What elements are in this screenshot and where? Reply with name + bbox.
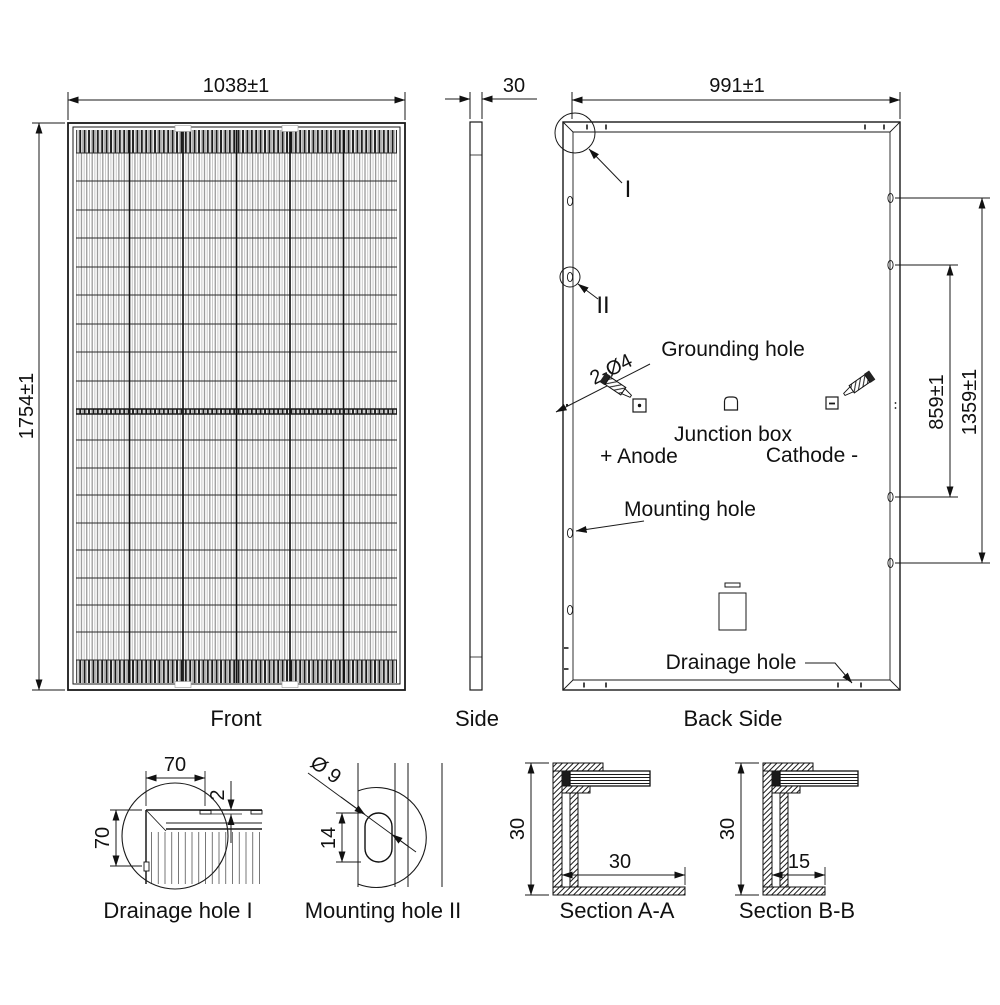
back-mount-dimensions: 859±1 1359±1 [895,197,990,564]
front-frame-inner [72,126,401,685]
back-frame-outer [562,121,901,691]
side-profile [469,121,483,691]
front-column-lines [128,130,345,683]
drainage-detail-circle [121,782,229,890]
back-drain-slots [564,124,897,688]
grounding-screw-left [599,372,633,398]
drainage-side-slot [143,861,150,872]
mounting-hole-label: Mounting hole [624,498,756,521]
section-bb-flange-dim-label: 15 [788,851,810,873]
cathode-label: Cathode - [766,444,858,467]
mounting-length-dimension: 14 [318,812,361,863]
side-view: 30 Side [445,75,537,731]
drainage-top-slot-1 [199,810,212,815]
side-thickness-dimension: 30 [445,75,537,119]
detail-1-label: I [625,176,632,203]
front-clamp-notches [174,125,299,688]
back-mounting-slots [566,192,894,616]
side-caption: Side [455,706,499,731]
front-caption: Front [210,706,261,731]
front-width-dimension: 1038±1 [67,75,406,120]
section-bb-flange-dimension: 15 [771,851,826,885]
drainage-top-slot-2 [250,810,263,815]
detail-2-label: II [596,292,609,319]
detail-drainage-hole: 70 70 2 Drainage hole I [92,754,263,923]
junction-box-label: Junction box [674,423,792,446]
grounding-hole-left [632,398,647,413]
section-aa-flange-dimension: 30 [561,851,686,885]
front-height-dim-label: 1754±1 [16,373,38,440]
back-detail-marker-1: I [554,112,632,203]
back-width-dimension: 991±1 [571,75,901,119]
mounting-diameter-dim-label: Ø 9 [306,752,345,789]
front-height-dimension: 1754±1 [16,122,65,691]
back-caption: Back Side [683,706,782,731]
drainage-slot-dim-label: 2 [207,789,229,800]
junction-box-gland [723,396,739,411]
back-frame-span-dim-label: 1359±1 [959,369,981,436]
mounting-detail-arc [357,786,427,889]
section-aa-flange-dim-label: 30 [609,851,631,873]
drainage-detail-caption: Drainage hole I [103,898,252,923]
mounting-hole-callout: Mounting hole [575,498,756,533]
back-width-dim-label: 991±1 [709,75,764,97]
anode-label: + Anode [600,445,678,468]
drainage-width-dimension: 70 [145,754,206,806]
side-thickness-dim-label: 30 [503,75,525,97]
nameplate-rect [718,592,747,631]
section-bb-caption: Section B-B [739,898,855,923]
drainage-height-dimension: 70 [92,809,142,867]
front-view: 1038±1 1754±1 Front [16,75,406,731]
back-frame-inner-edges [562,121,901,691]
drainage-width-dim-label: 70 [164,754,186,776]
mounting-slot [364,812,393,863]
grounding-screw-right [843,370,876,396]
grounding-hole-label: Grounding hole [661,338,805,361]
back-view: I II 2-Ø4 Grounding hole [554,75,990,731]
mounting-length-dim-label: 14 [318,827,340,849]
section-bb-height-dimension: 30 [717,762,759,896]
drainage-hole-label: Drainage hole [666,651,797,674]
detail-mounting-hole: Ø 9 14 Mounting hole II [305,752,462,923]
front-width-dim-label: 1038±1 [203,75,270,97]
mounting-detail-caption: Mounting hole II [305,898,462,923]
section-aa-height-dimension: 30 [507,762,549,896]
section-aa-height-dim-label: 30 [507,818,529,840]
grounding-hole-right [825,396,839,410]
back-mount-span-dim-label: 859±1 [926,374,948,429]
back-detail-marker-2: II [559,266,610,319]
section-bb: 30 15 Section B-B [717,762,859,923]
grounding-hole-left-center [637,403,642,408]
drainage-height-dim-label: 70 [92,827,114,849]
section-aa: 30 30 Section A-A [507,762,686,923]
section-aa-caption: Section A-A [560,898,675,923]
front-frame-outer [67,122,406,691]
section-bb-height-dim-label: 30 [717,818,739,840]
drainage-hole-callout: Drainage hole [666,651,853,684]
nameplate-bar [724,582,741,588]
drainage-cell-lines [151,832,260,884]
drainage-slot-dimension: 2 [207,781,242,843]
